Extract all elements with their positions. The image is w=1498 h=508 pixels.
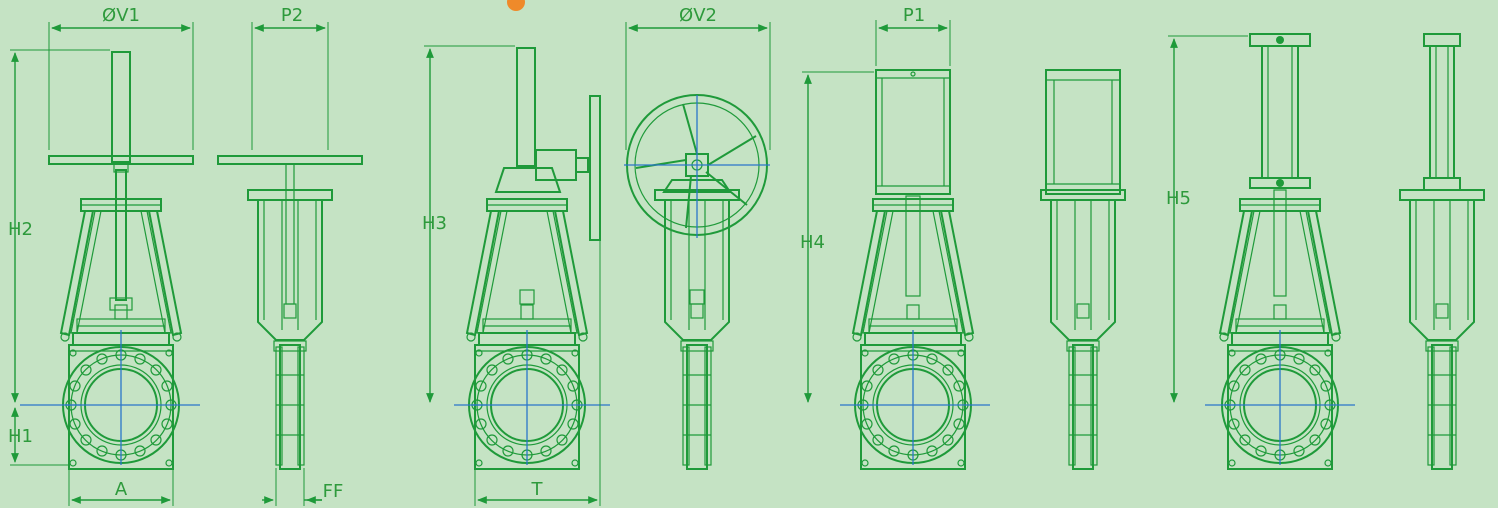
cylinder-valve-side-view: [1399, 33, 1485, 470]
cylinder-valve-front-view: [1219, 33, 1341, 470]
center-lines: [20, 95, 1355, 465]
label-ff: FF: [323, 481, 344, 502]
label-h4: H4: [800, 232, 825, 253]
gearbox-valve-front-view: [466, 47, 601, 470]
label-v2: ØV2: [679, 5, 717, 26]
pneumatic-valve-side-view: [1040, 69, 1126, 470]
dimension-lines: [10, 20, 1248, 506]
label-a: A: [115, 479, 128, 500]
handwheel-valve-side-view: [217, 155, 363, 470]
label-p2: P2: [281, 5, 303, 26]
accent-dot: [507, 0, 525, 11]
label-t: T: [531, 479, 544, 500]
handwheel-valve-front-view: [48, 51, 194, 470]
label-h3: H3: [422, 213, 447, 234]
label-h1: H1: [8, 426, 33, 447]
label-h2: H2: [8, 219, 33, 240]
label-h5: H5: [1166, 188, 1191, 209]
pneumatic-valve-front-view: [852, 69, 974, 470]
label-v1: ØV1: [102, 5, 140, 26]
label-p1: P1: [903, 5, 925, 26]
